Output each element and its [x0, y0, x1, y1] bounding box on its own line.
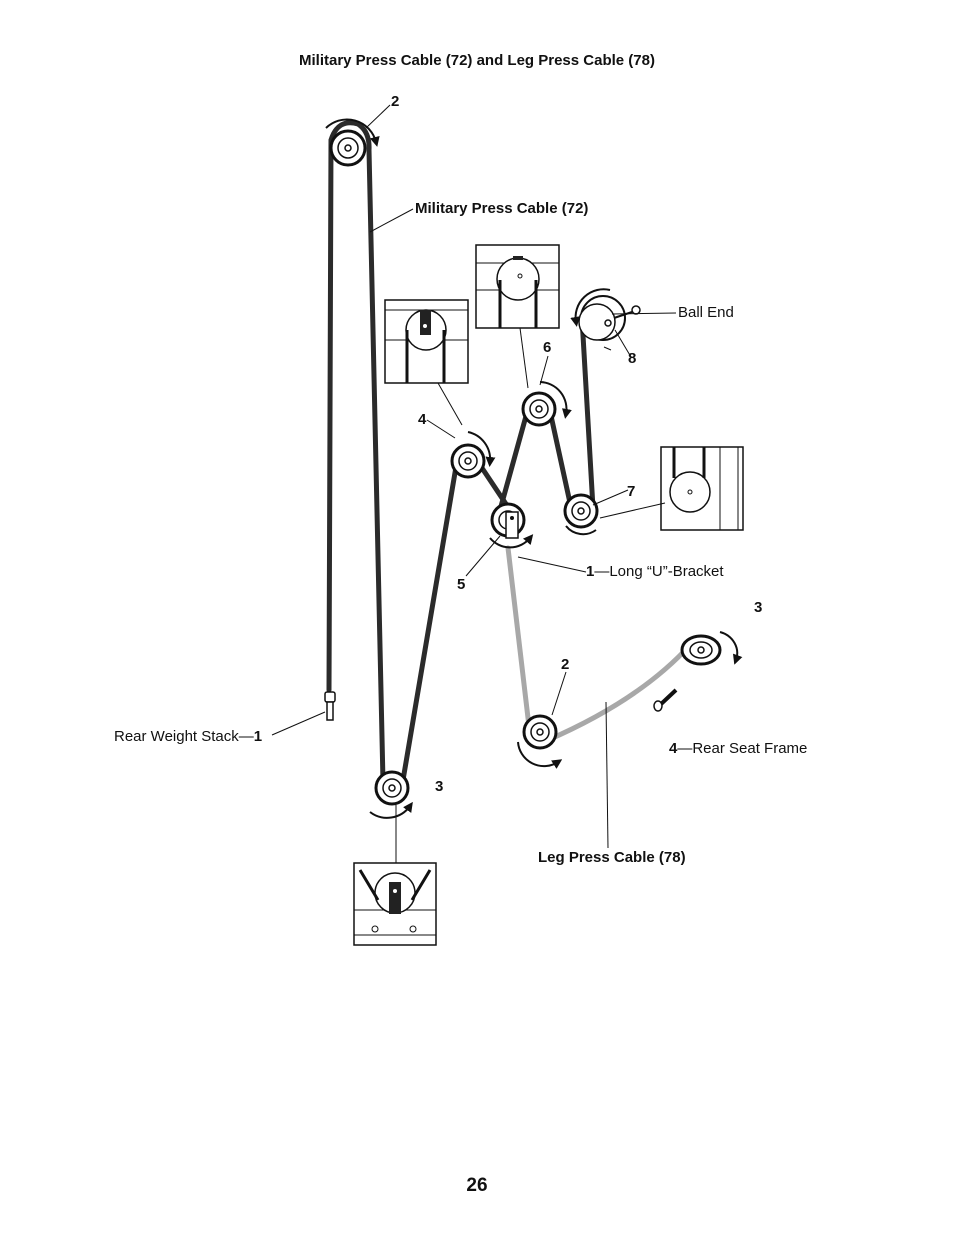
page-number: 26 — [466, 1175, 488, 1196]
pulley-bottom — [369, 770, 413, 819]
leg-press-cable — [505, 545, 693, 743]
rear-seat-frame-text: —Rear Seat Frame — [677, 740, 808, 757]
rear-seat-frame-label: 4—Rear Seat Frame — [669, 740, 807, 758]
callout-pulley-top: 2 — [391, 93, 400, 110]
leg-press-cable-label: Leg Press Cable (78) — [538, 849, 686, 866]
callout-leg-pulley-2: 2 — [561, 656, 570, 673]
ball-end-label: Ball End — [678, 304, 734, 321]
pulley-8 — [570, 288, 641, 341]
callout-pulley-8: 8 — [628, 350, 637, 367]
callout-pulley-bottom: 3 — [435, 778, 444, 795]
long-u-bracket-label: 1—Long “U”-Bracket — [586, 563, 724, 581]
rear-weight-stack-text: Rear Weight Stack— — [114, 728, 254, 745]
callout-pulley-5: 5 — [457, 576, 466, 593]
page-title: Military Press Cable (72) and Leg Press … — [299, 52, 655, 69]
pulley-top — [325, 118, 380, 167]
callout-pulley-6: 6 — [543, 339, 552, 356]
long-u-bracket-text: —Long “U”-Bracket — [594, 563, 724, 580]
rear-weight-stack-stub — [324, 691, 336, 721]
military-press-cable-label: Military Press Cable (72) — [415, 200, 589, 217]
detail-box-4 — [384, 299, 469, 384]
detail-box-6 — [475, 244, 560, 329]
leg-pulley-2 — [517, 714, 563, 769]
leader-lines — [271, 104, 677, 863]
callout-pulley-4: 4 — [418, 411, 427, 428]
pulley-4 — [450, 431, 496, 479]
callout-pulley-7: 7 — [627, 483, 636, 500]
leg-pulley-3 — [680, 631, 743, 666]
rear-weight-stack-number: 1 — [253, 728, 263, 745]
pulley-5 — [489, 502, 534, 549]
detail-box-7 — [660, 446, 744, 531]
rear-seat-frame-number: 4 — [669, 740, 678, 757]
long-u-bracket-number: 1 — [586, 563, 595, 580]
military-press-cable — [326, 120, 596, 789]
callout-leg-pulley-3: 3 — [754, 599, 763, 616]
rear-seat-frame-bolt — [653, 688, 678, 712]
pulley-6 — [521, 381, 572, 427]
rear-weight-stack-label: Rear Weight Stack—1 — [114, 728, 262, 746]
pulley-7 — [563, 493, 599, 536]
detail-box-3 — [353, 862, 437, 946]
